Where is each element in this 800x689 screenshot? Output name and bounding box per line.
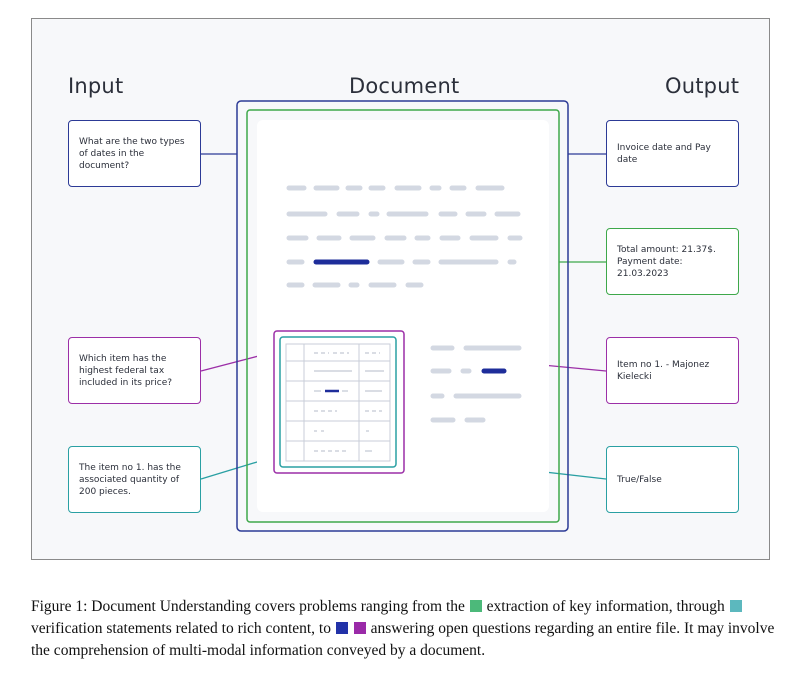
input-question-federal-tax: Which item has the highest federal tax i… [68, 337, 201, 404]
caption-part-3: verification statements related to rich … [31, 620, 331, 637]
green-square-icon [469, 600, 482, 612]
caption-part-4: answering open questions regarding an en… [31, 620, 775, 659]
figure-caption: Figure 1: Document Understanding covers … [31, 596, 776, 662]
table-grid [285, 343, 391, 462]
table-frame-purple [273, 330, 405, 474]
caption-part-2: extraction of key information, through [486, 598, 725, 615]
document-diagram [200, 100, 607, 532]
caption-part-1: Figure 1: Document Understanding covers … [31, 598, 465, 615]
output-amount-payment: Total amount: 21.37$. Payment date: 21.0… [606, 228, 739, 295]
input-question-dates: What are the two types of dates in the d… [68, 120, 201, 187]
input-statement-quantity: The item no 1. has the associated quanti… [68, 446, 201, 513]
heading-output: Output [665, 74, 740, 98]
purple-square-icon [353, 622, 366, 634]
document-frame-green [246, 109, 560, 523]
output-dates: Invoice date and Pay date [606, 120, 739, 187]
navy-square-icon [335, 622, 348, 634]
document-frame-navy [236, 100, 569, 532]
figure-panel: Input Document Output What are the two t… [31, 18, 770, 560]
heading-document: Document [349, 74, 460, 98]
text-placeholder-lines [286, 185, 523, 423]
table-frame-teal [279, 336, 397, 468]
output-item: Item no 1. - Majonez Kielecki [606, 337, 739, 404]
heading-input: Input [68, 74, 124, 98]
table-cell-dashes [314, 352, 384, 452]
teal-square-icon [729, 600, 742, 612]
output-true-false: True/False [606, 446, 739, 513]
